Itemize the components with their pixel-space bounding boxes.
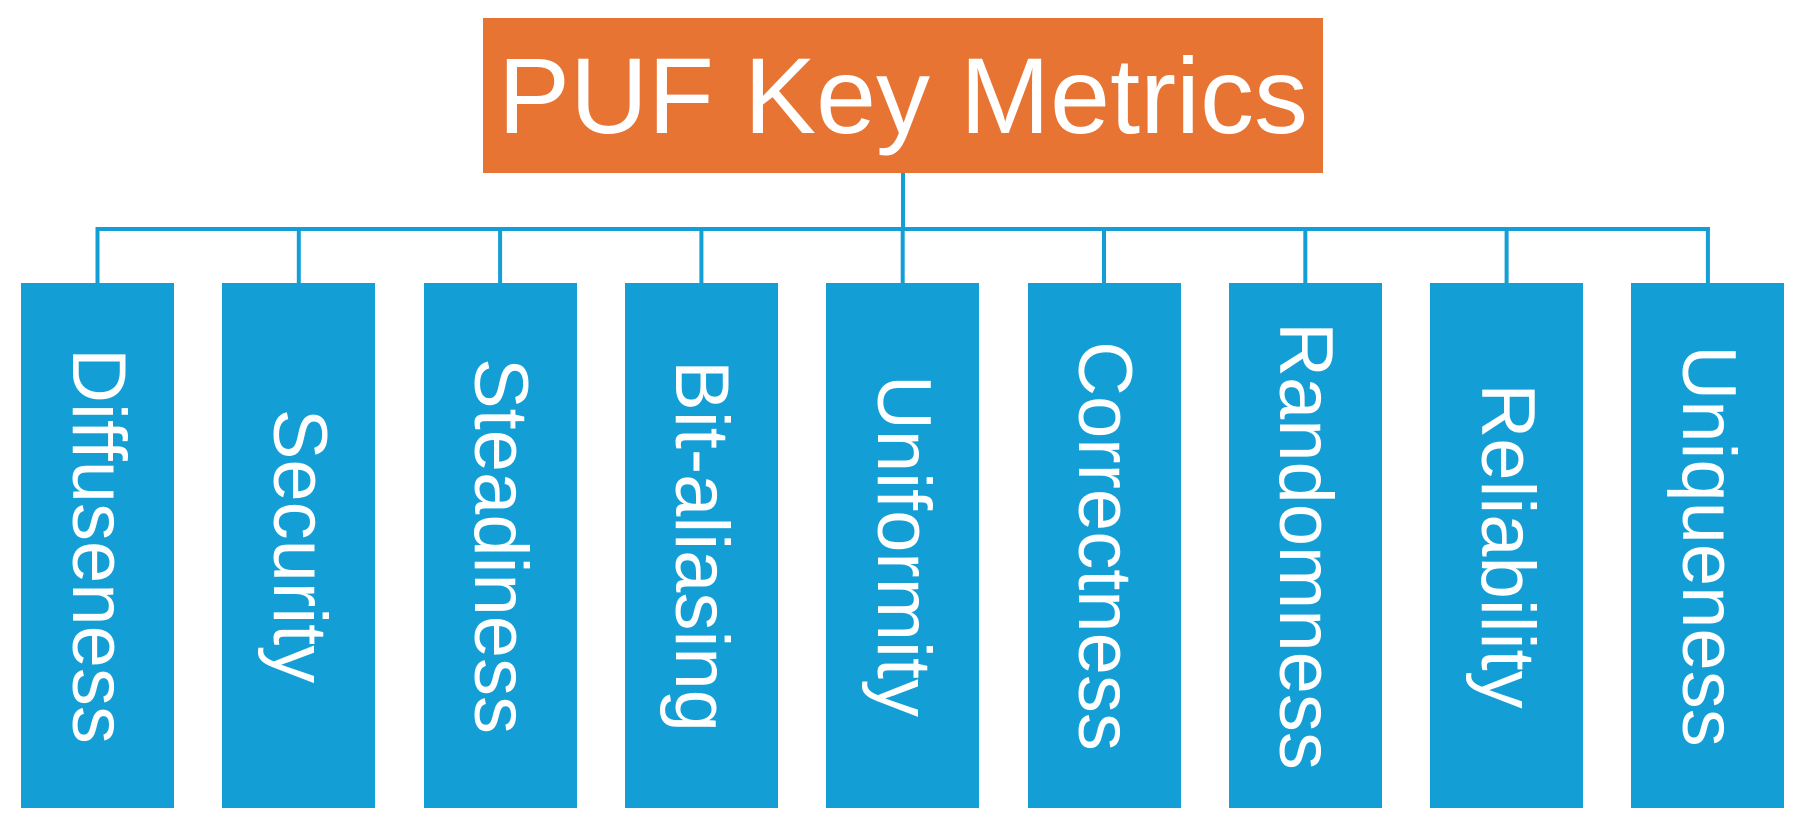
metric-node-label: Diffuseness — [55, 347, 141, 744]
metric-node-label: Security — [256, 408, 342, 683]
metric-node-label: Bit-aliasing — [659, 359, 745, 732]
metric-node-reliability: Reliability — [1430, 283, 1584, 808]
metric-node-bit-aliasing: Bit-aliasing — [624, 283, 778, 808]
metric-node-label: Correctness — [1062, 340, 1147, 751]
metric-node-diffuseness: Diffuseness — [21, 283, 174, 808]
metric-node-uniformity: Uniformity — [826, 283, 980, 808]
metric-node-label: Randomness — [1263, 321, 1349, 770]
root-node-label: PUF Key Metrics — [497, 34, 1309, 156]
root-node: PUF Key Metrics — [483, 18, 1323, 173]
metric-node-randomness: Randomness — [1228, 283, 1382, 808]
metric-node-label: Uniformity — [860, 374, 946, 717]
metric-node-label: Uniqueness — [1665, 344, 1751, 747]
metric-node-label: Steadiness — [458, 357, 544, 734]
metric-node-correctness: Correctness — [1027, 283, 1181, 808]
metric-node-label: Reliability — [1464, 382, 1550, 709]
metric-node-uniqueness: Uniqueness — [1631, 283, 1785, 808]
metric-node-security: Security — [222, 283, 376, 808]
metric-node-steadiness: Steadiness — [423, 283, 577, 808]
